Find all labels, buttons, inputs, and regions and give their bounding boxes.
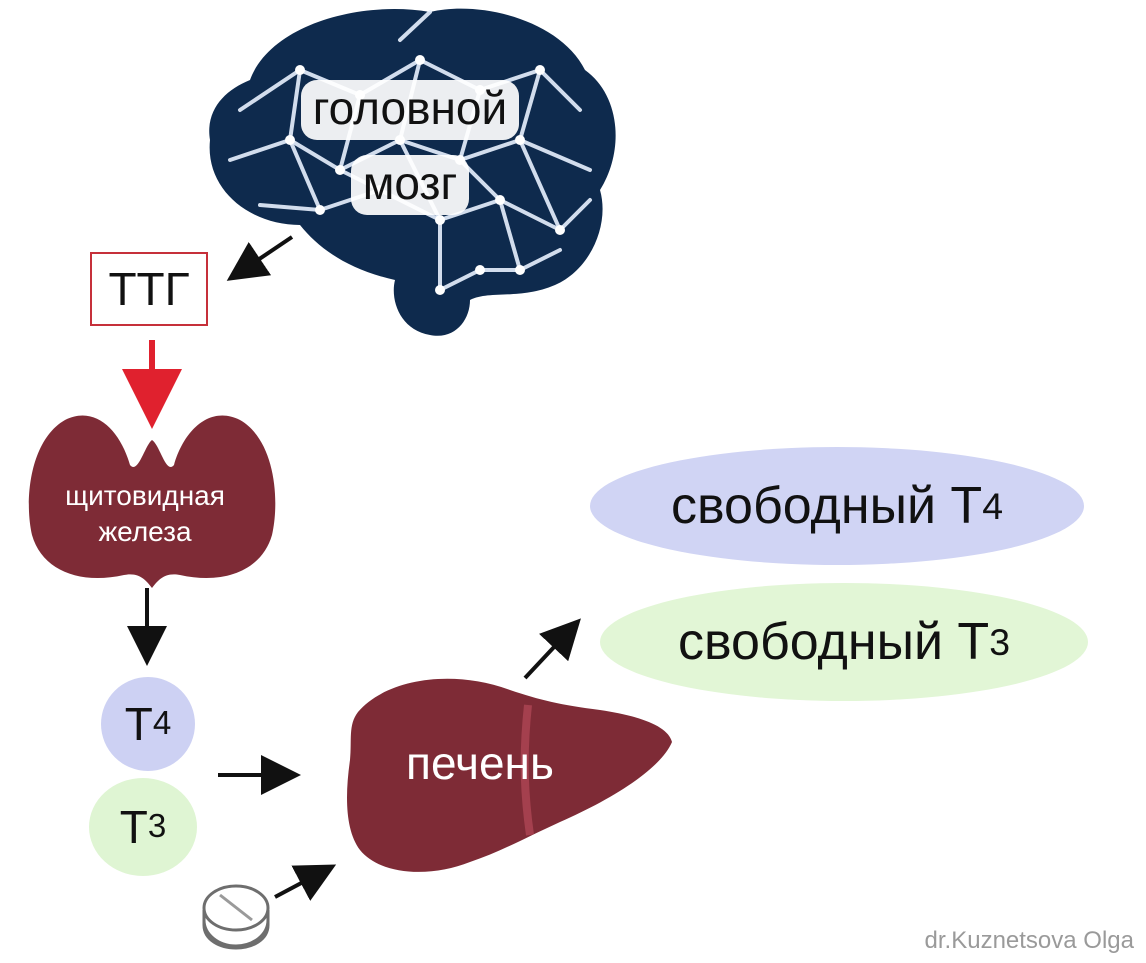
pill-icon (202, 884, 270, 950)
liver-icon (347, 678, 672, 872)
free-t3-text: свободный Т (677, 613, 990, 671)
thyroid-label: щитовидная железа (20, 478, 270, 551)
thyroid-label-line1: щитовидная (65, 480, 225, 511)
t4-letter: Т (124, 698, 153, 750)
brain-label-line2: мозг (250, 155, 570, 215)
thyroid-label-line2: железа (98, 516, 192, 548)
author-credit: dr.Kuznetsova Olga (924, 927, 1134, 954)
brain-label-line1: головной (250, 80, 570, 140)
thyroid-icon (28, 415, 276, 588)
arrow-brain-to-tsh (226, 235, 294, 281)
arrow-pill-to-liver (274, 864, 337, 901)
free-t4-text: свободный Т (670, 477, 983, 535)
tsh-box: ТТГ (90, 252, 208, 326)
arrow-liver-to-free (523, 618, 581, 680)
liver-label: печень (406, 737, 554, 789)
tsh-label: ТТГ (108, 263, 190, 315)
t3-letter: Т (119, 801, 148, 853)
